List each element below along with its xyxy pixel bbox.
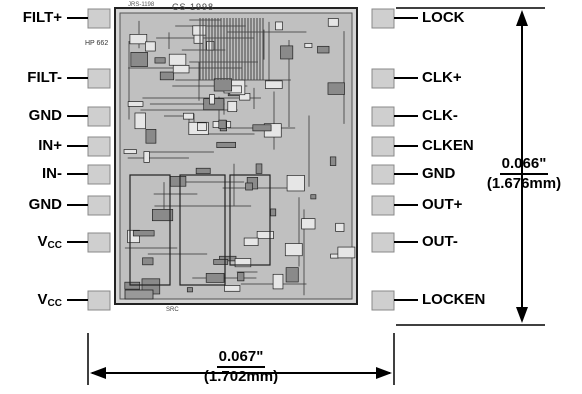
pin-subscript: CC bbox=[47, 298, 62, 309]
pin-name: V bbox=[37, 233, 48, 250]
right-pad bbox=[371, 136, 395, 157]
left-pin-label: IN- bbox=[2, 165, 62, 183]
pin-name: FILT- bbox=[27, 69, 62, 86]
right-pin-label: CLK- bbox=[422, 107, 458, 124]
right-pin-label: LOCK bbox=[422, 9, 465, 26]
pin-name: FILT+ bbox=[22, 9, 62, 26]
right-pad bbox=[371, 164, 395, 185]
left-pin-label: VCC bbox=[2, 233, 62, 255]
width-mm: (1.702mm) bbox=[203, 368, 279, 385]
right-pin-label: LOCKEN bbox=[422, 291, 486, 308]
height-dimension-label: 0.066" (1.676mm) bbox=[470, 155, 578, 193]
width-inch: 0.067" bbox=[216, 348, 266, 368]
pin-name: GND bbox=[28, 107, 62, 124]
left-pin-label: FILT+ bbox=[2, 9, 62, 27]
width-dimension bbox=[87, 333, 395, 385]
left-pin-label: IN+ bbox=[2, 137, 62, 155]
right-pad bbox=[371, 195, 395, 216]
right-pad bbox=[371, 8, 395, 29]
die-bottom-marking: SRC bbox=[166, 307, 179, 313]
left-pad bbox=[87, 8, 111, 29]
right-pad bbox=[371, 68, 395, 89]
circuit-texture bbox=[123, 18, 356, 300]
left-pad bbox=[87, 68, 111, 89]
die-top-small-marking: JRS-1198 bbox=[128, 2, 155, 8]
right-pad bbox=[371, 106, 395, 127]
left-pin-label: FILT- bbox=[2, 69, 62, 87]
right-pin-label: OUT+ bbox=[422, 196, 463, 213]
right-pin-label: CLKEN bbox=[422, 137, 474, 154]
height-dimension bbox=[396, 7, 545, 326]
pin-name: V bbox=[37, 291, 48, 308]
pin-name: IN+ bbox=[38, 137, 62, 154]
left-pad bbox=[87, 232, 111, 253]
die-part-marking: HP 662 bbox=[85, 40, 109, 47]
die-top-marking: CS 1998 bbox=[172, 2, 215, 12]
pin-name: IN- bbox=[42, 165, 62, 182]
left-pad bbox=[87, 195, 111, 216]
right-pin-label: GND bbox=[422, 165, 456, 182]
left-pin-label: GND bbox=[2, 196, 62, 214]
left-pin-label: GND bbox=[2, 107, 62, 125]
left-pad bbox=[87, 136, 111, 157]
width-dimension-label: 0.067" (1.702mm) bbox=[186, 348, 296, 386]
right-pad bbox=[371, 232, 395, 253]
height-mm: (1.676mm) bbox=[486, 175, 562, 192]
height-inch: 0.066" bbox=[499, 155, 549, 175]
right-pin-label: CLK+ bbox=[422, 69, 462, 86]
pin-subscript: CC bbox=[47, 240, 62, 251]
pin-name: GND bbox=[28, 196, 62, 213]
left-pad bbox=[87, 290, 111, 311]
left-pad bbox=[87, 164, 111, 185]
right-pad bbox=[371, 290, 395, 311]
left-pin-label: VCC bbox=[2, 291, 62, 313]
left-pad bbox=[87, 106, 111, 127]
right-pin-label: OUT- bbox=[422, 233, 458, 250]
